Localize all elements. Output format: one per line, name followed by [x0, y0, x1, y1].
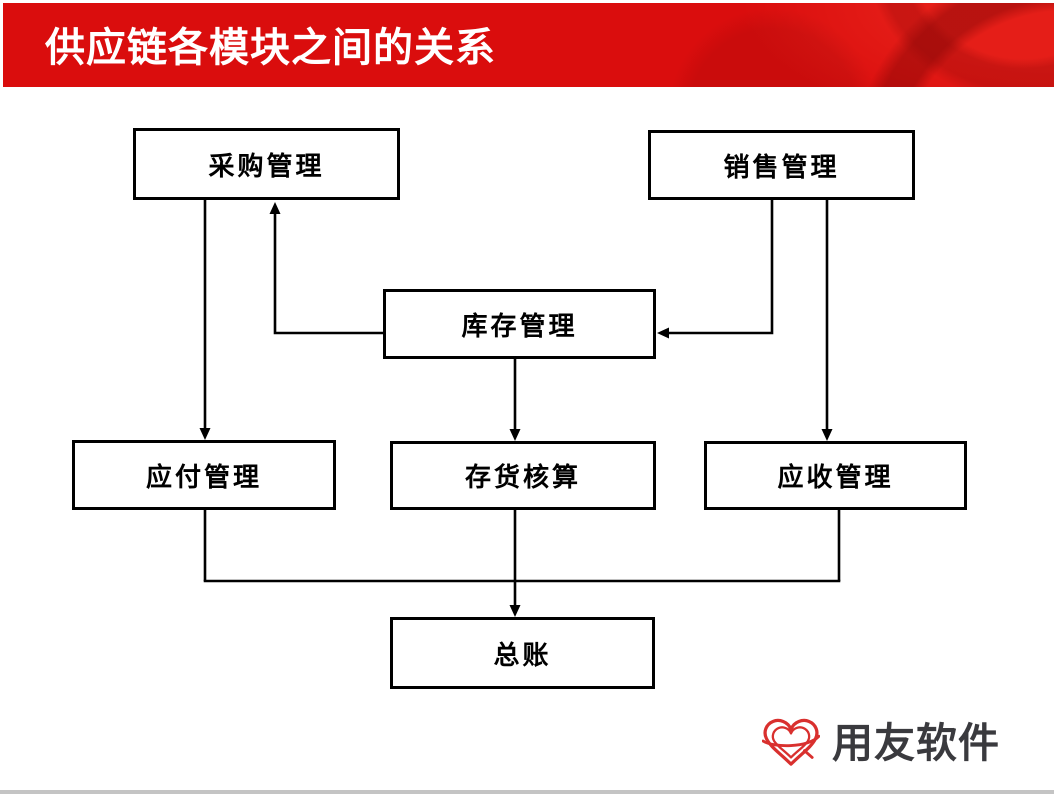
node-inventory-management: 库存管理	[383, 289, 656, 359]
yonyou-heart-icon	[762, 718, 820, 766]
vendor-logo: 用友软件	[762, 718, 1000, 768]
arrowhead-into-stock	[509, 429, 521, 441]
node-label: 销售管理	[723, 152, 840, 183]
node-sales-management: 销售管理	[648, 130, 915, 200]
node-label: 采购管理	[208, 151, 325, 182]
page-title: 供应链各模块之间的关系	[45, 25, 496, 70]
node-label: 存货核算	[464, 463, 581, 493]
arrowhead-into-ledger	[509, 605, 521, 617]
node-purchase-management: 采购管理	[133, 128, 400, 200]
vendor-logo-text: 用友软件	[832, 720, 1000, 766]
edge-inventory-purchase	[273, 213, 383, 335]
edge-sales-inventory	[668, 200, 774, 335]
node-label: 总账	[493, 640, 552, 671]
bottom-divider	[0, 790, 1054, 794]
arrowhead-into-receivable	[821, 429, 833, 441]
node-label: 库存管理	[461, 311, 578, 342]
header-banner: 供应链各模块之间的关系	[3, 3, 1054, 87]
node-receivable-management: 应收管理	[704, 441, 967, 510]
arrowhead-into-inventory	[657, 327, 669, 339]
arrowhead-into-purchase	[269, 202, 281, 214]
node-label: 应收管理	[777, 463, 894, 493]
node-stock-accounting: 存货核算	[390, 441, 656, 510]
arrowhead-into-payable	[199, 428, 211, 440]
node-label: 应付管理	[145, 462, 262, 493]
node-payable-management: 应付管理	[72, 440, 336, 510]
node-general-ledger: 总账	[390, 617, 655, 689]
